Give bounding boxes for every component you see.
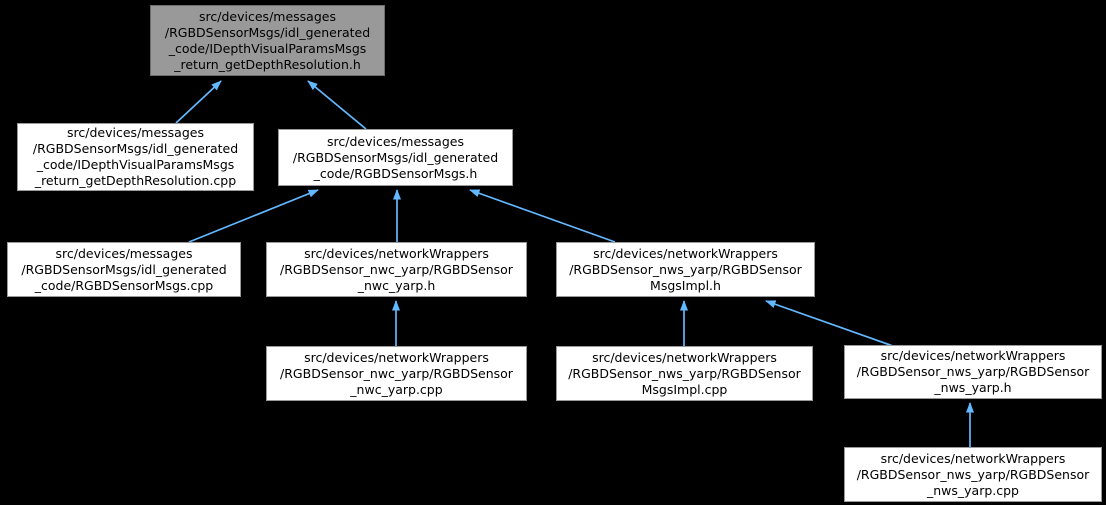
edge-rgbdsensormsgs-cpp-to-rgbdsensormsgs-h <box>188 189 319 243</box>
edge-msgsimpl-h-to-rgbdsensormsgs-h <box>469 189 616 243</box>
node-rgbdsensormsgs-h[interactable]: src/devices/messages /RGBDSensorMsgs/idl… <box>278 129 513 186</box>
node-rgbdsensormsgsimpl-h[interactable]: src/devices/networkWrappers /RGBDSensor_… <box>556 242 815 297</box>
edge-nws-yarp-h-to-msgsimpl-h <box>765 300 894 347</box>
node-rgbdsensor-nws-yarp-cpp[interactable]: src/devices/networkWrappers /RGBDSensor_… <box>844 447 1102 502</box>
node-rgbdsensor-nwc-yarp-cpp[interactable]: src/devices/networkWrappers /RGBDSensor_… <box>266 346 527 401</box>
edge-cpp-to-getdepthresolution-h <box>175 80 222 124</box>
node-rgbdsensormsgsimpl-cpp[interactable]: src/devices/networkWrappers /RGBDSensor_… <box>556 346 813 401</box>
node-idepthvisualparamsmsgs-return-getdepthresolution-cpp[interactable]: src/devices/messages /RGBDSensorMsgs/idl… <box>17 123 254 191</box>
node-rgbdsensor-nwc-yarp-h[interactable]: src/devices/networkWrappers /RGBDSensor_… <box>266 242 527 297</box>
node-rgbdsensor-nws-yarp-h[interactable]: src/devices/networkWrappers /RGBDSensor_… <box>844 345 1102 399</box>
edge-rgbdsensormsgs-h-to-getdepthresolution-h <box>307 80 367 130</box>
node-idepthvisualparamsmsgs-return-getdepthresolution-h: src/devices/messages /RGBDSensorMsgs/idl… <box>150 5 385 76</box>
node-rgbdsensormsgs-cpp[interactable]: src/devices/messages /RGBDSensorMsgs/idl… <box>7 242 241 297</box>
